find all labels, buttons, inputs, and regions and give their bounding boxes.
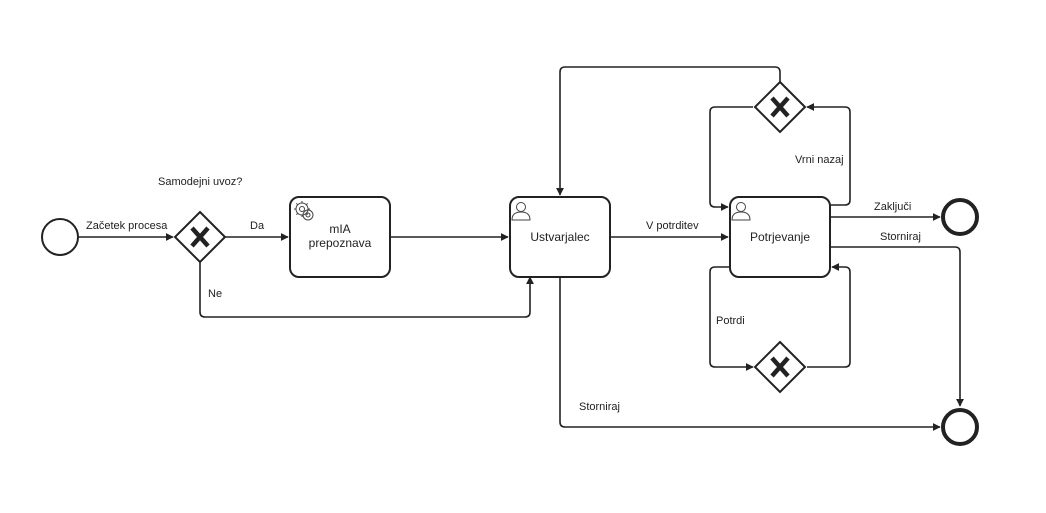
label-cancel-right: Storniraj — [880, 231, 921, 243]
user-icon — [511, 202, 531, 221]
label-gateway-question: Samodejni uvoz? — [158, 176, 242, 188]
label-return: Vrni nazaj — [795, 154, 844, 166]
label-cancel-bottom: Storniraj — [579, 401, 620, 413]
x-gateway-icon — [770, 356, 790, 378]
end-event-cancel[interactable] — [941, 408, 979, 446]
task-creator[interactable]: Ustvarjalec — [509, 196, 611, 278]
flow-confirmation-to-return-gateway[interactable] — [806, 103, 851, 206]
gateway-confirm[interactable] — [753, 340, 807, 394]
task-confirmation[interactable]: Potrjevanje — [729, 196, 831, 278]
flow-cancel-right[interactable] — [830, 246, 964, 407]
task-mia-label-line2: prepoznava — [309, 236, 372, 250]
label-yes: Da — [250, 220, 265, 232]
user-icon — [731, 202, 751, 221]
flow-confirmation-to-confirm-gateway[interactable] — [709, 266, 754, 371]
task-confirmation-label: Potrjevanje — [750, 230, 810, 244]
x-gateway-icon — [770, 96, 790, 118]
label-confirm: Potrdi — [716, 315, 745, 327]
flow-confirm-gateway-to-confirmation[interactable] — [807, 263, 851, 368]
task-mia-recognition[interactable]: mIA prepoznava — [289, 196, 391, 278]
flow-cancel-bottom[interactable] — [559, 277, 941, 431]
label-to-confirm: V potrditev — [646, 220, 699, 232]
task-mia-label-line1: mIA — [329, 222, 350, 236]
flow-no-to-creator[interactable] — [199, 262, 534, 318]
flow-return-gateway-to-confirmation[interactable] — [709, 106, 753, 211]
gateway-auto-import[interactable] — [173, 210, 227, 264]
flow-top-gateway-to-creator[interactable] — [556, 66, 781, 196]
x-gateway-icon — [190, 226, 210, 248]
label-no: Ne — [208, 288, 222, 300]
gateway-return[interactable] — [753, 80, 807, 134]
end-event-finish[interactable] — [941, 198, 979, 236]
label-start: Začetek procesa — [86, 220, 168, 232]
start-event[interactable] — [41, 218, 79, 256]
task-creator-label: Ustvarjalec — [530, 230, 589, 244]
gears-icon — [294, 201, 314, 221]
label-finish: Zaključi — [874, 201, 911, 213]
